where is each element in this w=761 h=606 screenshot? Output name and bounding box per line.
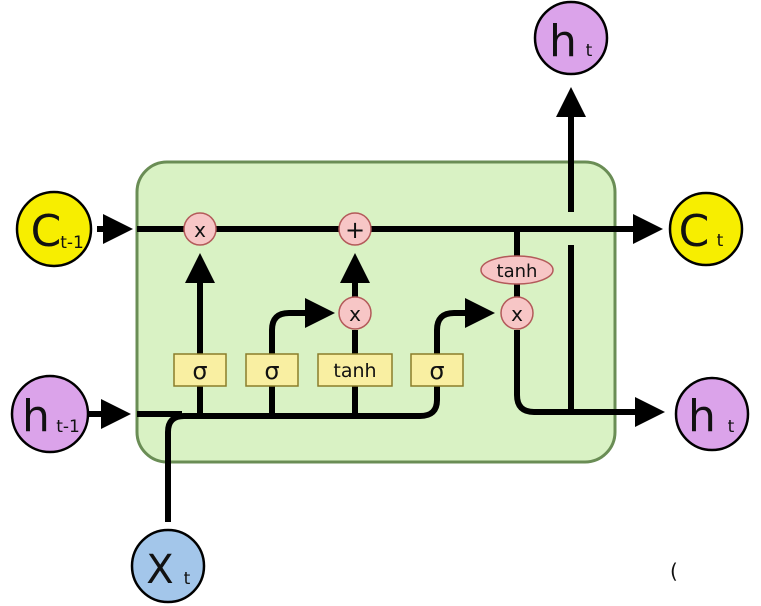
c-next-sub: t [717, 231, 724, 251]
c-prev-node: C t-1 [15, 190, 93, 268]
forget-gate: σ [173, 353, 227, 387]
add-label: + [345, 216, 365, 244]
forget-gate-label: σ [192, 357, 207, 385]
h-prev-main: h [22, 391, 50, 442]
c-next-node: C t [668, 191, 744, 267]
input-gate: σ [245, 353, 299, 387]
output-multiply-op: x [500, 296, 534, 330]
h-next-sub: t [728, 417, 735, 437]
x-t-main: X [146, 547, 173, 593]
c-prev-sub: t-1 [60, 233, 84, 253]
output-gate-label: σ [429, 357, 444, 385]
output-gate-arrow [434, 298, 495, 354]
x-input-bus [165, 386, 440, 522]
stray-bracket-mark: ( [670, 559, 678, 583]
nodes: C t-1 h t-1 X t h t C t h t [10, 0, 750, 604]
add-op: + [338, 212, 372, 246]
candidate-gate-label: tanh [333, 360, 376, 382]
input-multiply-op: x [338, 296, 372, 330]
h-prev-node: h t-1 [10, 374, 90, 454]
forget-multiply-op: x [183, 212, 217, 246]
output-gate: σ [410, 353, 464, 387]
input-gate-label: σ [264, 357, 279, 385]
pointwise-ops: x + x x tanh [183, 212, 554, 330]
h-top-main: h [549, 16, 577, 67]
gate-layers: σ σ tanh σ [173, 353, 464, 387]
c-prev-main: C [31, 206, 62, 257]
h-next-node: h t [674, 376, 750, 452]
cell-tanh-label: tanh [497, 261, 538, 282]
h-top-sub: t [586, 41, 593, 61]
output-multiply-label: x [511, 302, 523, 326]
h-top-node: h t [533, 0, 609, 76]
h-prev-sub: t-1 [56, 417, 80, 437]
x-t-sub: t [184, 569, 191, 589]
lstm-cell-box [135, 160, 617, 464]
input-gate-arrow [269, 298, 335, 354]
h-next-main: h [688, 391, 716, 442]
x-t-node: X t [130, 528, 206, 604]
wires [88, 87, 665, 522]
input-multiply-label: x [349, 302, 361, 326]
candidate-gate: tanh [317, 353, 393, 387]
forget-multiply-label: x [194, 218, 206, 242]
cell-tanh-op: tanh [480, 255, 554, 285]
c-next-main: C [679, 206, 710, 257]
h-output-path [514, 330, 665, 427]
